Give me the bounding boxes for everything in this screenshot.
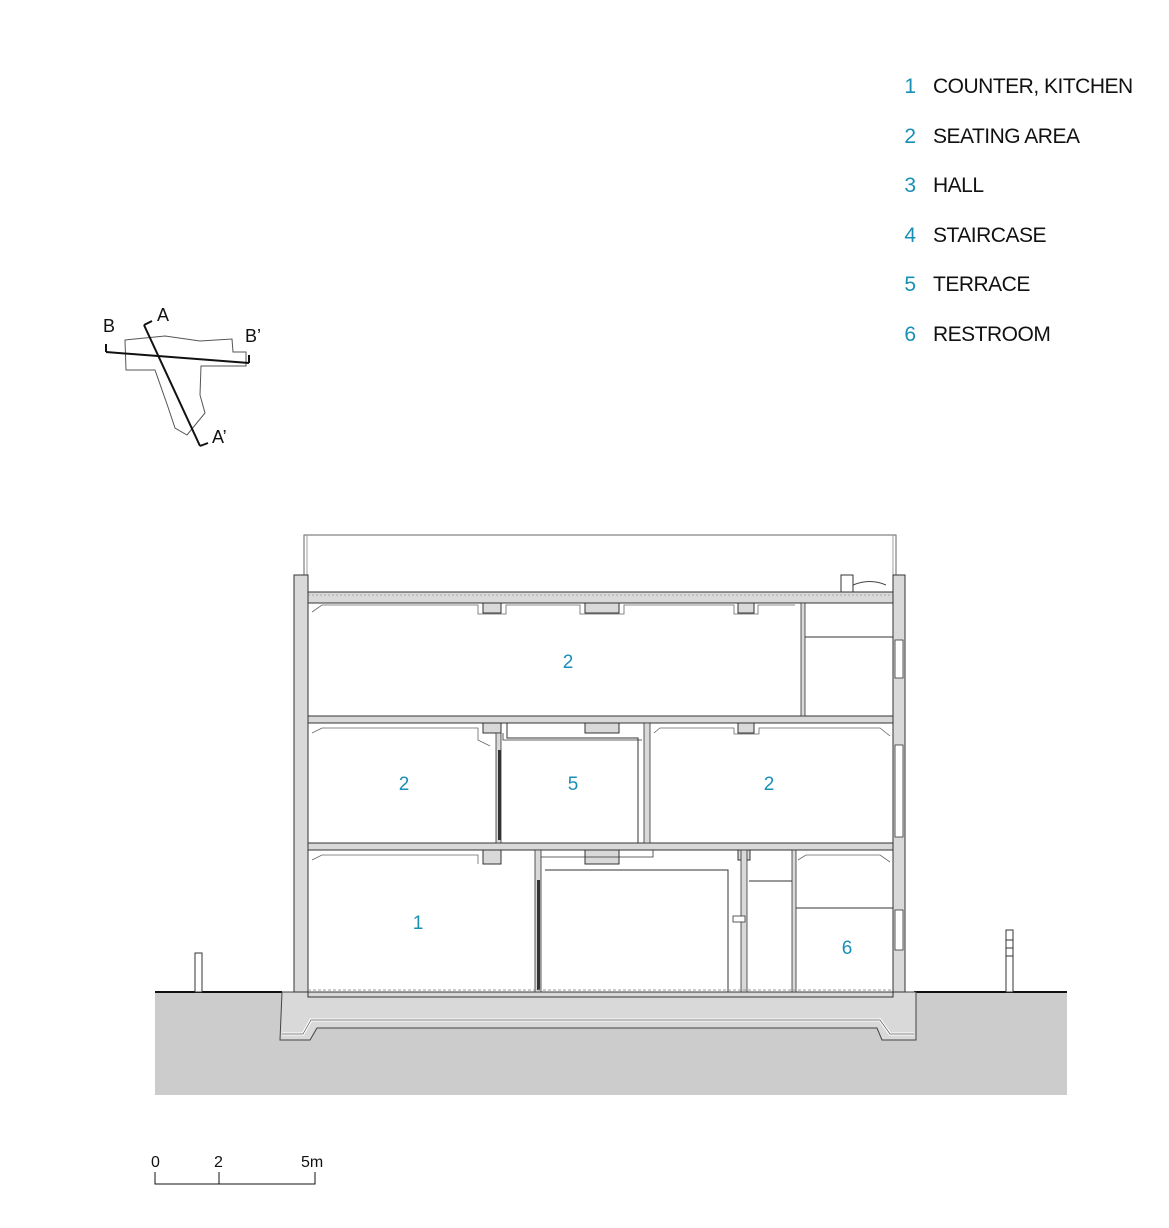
scale-tick-5: 5m: [301, 1154, 323, 1171]
window: [894, 744, 904, 838]
room-label-mid-left-seating: 2: [399, 774, 410, 795]
room-label-restroom: 6: [842, 938, 853, 959]
scale-tick-2: 2: [214, 1154, 223, 1171]
roof-railing: [303, 534, 897, 594]
legend-label: COUNTER, KITCHEN: [933, 75, 1133, 98]
building-structure: [293, 574, 906, 998]
window: [894, 639, 904, 679]
room-label-terrace: 5: [568, 774, 579, 795]
legend-number: 1: [904, 75, 916, 98]
foundation-slab: [279, 991, 917, 1041]
window: [894, 909, 904, 951]
post-right: [1005, 929, 1014, 993]
keymap-label-a-prime: A’: [212, 427, 227, 447]
legend-number: 5: [904, 273, 916, 296]
glazing: [498, 750, 501, 840]
room-label-mid-right-seating: 2: [764, 774, 775, 795]
room-labels: 2 2 5 2 1 6: [399, 652, 853, 959]
first-floor-slab: [307, 842, 894, 851]
legend-label: HALL: [933, 174, 984, 197]
building-footprint: [124, 335, 247, 436]
bollard-left: [194, 952, 203, 993]
waterproofing-line: [282, 1019, 914, 1035]
glazing: [537, 880, 540, 990]
keymap-label-b: B: [103, 316, 115, 336]
legend-label: STAIRCASE: [933, 224, 1046, 247]
room-label-top-seating: 2: [563, 652, 574, 673]
second-floor-slab: [307, 715, 894, 724]
key-map: B A B’ A’: [103, 305, 261, 447]
legend-number: 6: [904, 323, 916, 346]
legend-label: TERRACE: [933, 273, 1030, 296]
legend-label: RESTROOM: [933, 323, 1051, 346]
keymap-label-b-prime: B’: [245, 326, 261, 346]
scale-tick-0: 0: [151, 1154, 160, 1171]
roof-slab: [307, 591, 894, 604]
legend-number: 2: [904, 125, 916, 148]
roof-vent: [840, 574, 854, 594]
legend-number: 4: [904, 224, 916, 247]
ground-slab: [307, 991, 894, 998]
section-line-a: [143, 320, 209, 447]
ground: [155, 929, 1067, 1095]
left-wall: [293, 574, 309, 993]
legend-label: SEATING AREA: [933, 125, 1080, 148]
room-label-counter-kitchen: 1: [413, 913, 424, 934]
scale-bar: 0 2 5m: [151, 1154, 323, 1185]
keymap-label-a: A: [157, 305, 169, 325]
section-line-b: [105, 344, 250, 364]
legend-number: 3: [904, 174, 916, 197]
